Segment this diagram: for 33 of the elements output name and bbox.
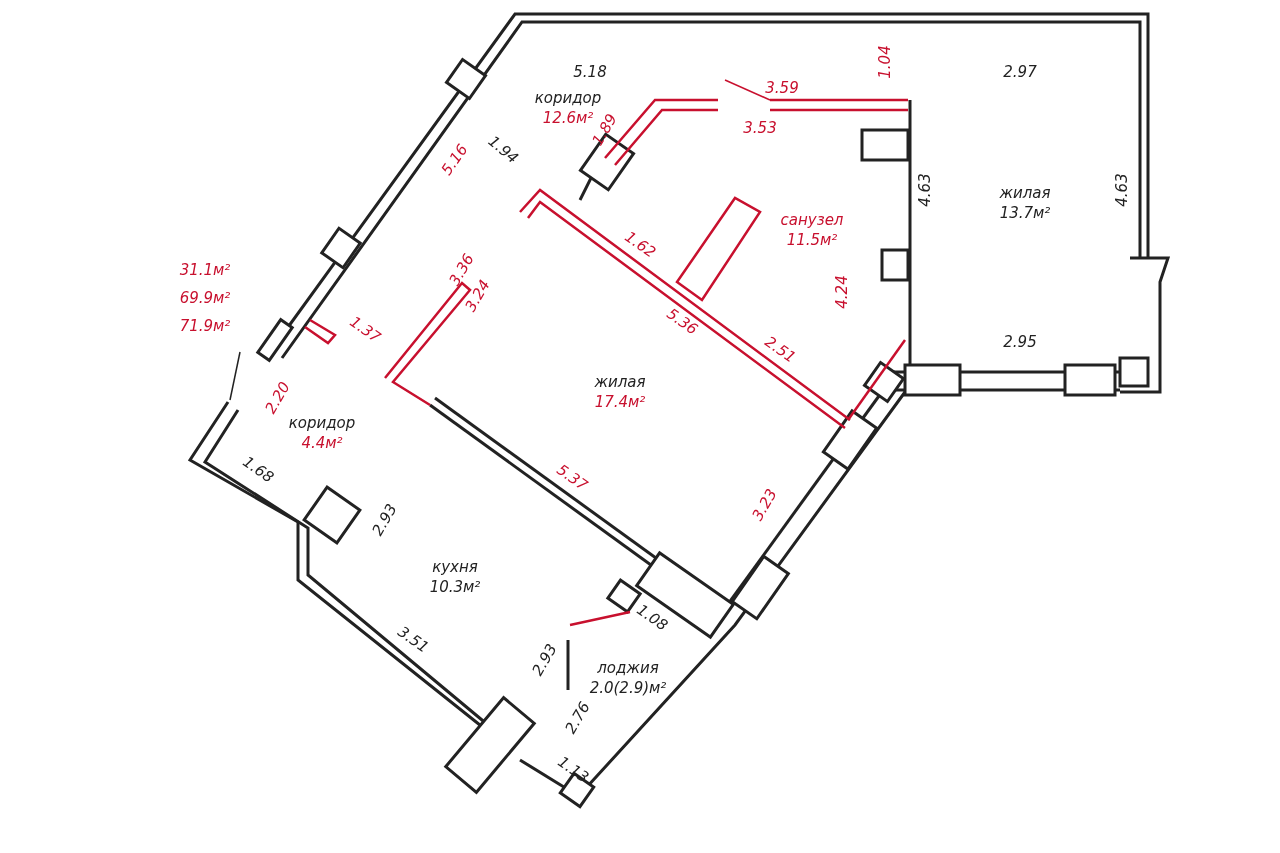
total-area-value: 71.9м²	[179, 317, 231, 335]
dimension-value: 5.18	[573, 63, 607, 81]
room-name: жилая	[594, 372, 646, 392]
dimension-value: 5.36	[663, 305, 701, 339]
room-name: коридор	[288, 413, 356, 433]
room-area: 4.4м²	[288, 433, 356, 453]
dimension-value: 3.53	[743, 119, 777, 137]
dimension-value: 2.95	[1003, 333, 1037, 351]
dimension-value: 4.63	[916, 173, 934, 207]
dimension-value: 5.37	[553, 461, 591, 495]
room-area: 2.0(2.9)м²	[589, 678, 667, 698]
dimension-value: 1.08	[633, 601, 671, 635]
total-area-value: 69.9м²	[179, 289, 231, 307]
room-area: 13.7м²	[999, 203, 1051, 223]
dimension-value: 1.04	[876, 45, 894, 79]
dimension-value: 2.97	[1003, 63, 1037, 81]
dimension-value: 1.62	[621, 228, 659, 262]
dimension-value: 2.51	[761, 333, 799, 367]
dimension-value: 4.63	[1113, 173, 1131, 207]
dimension-value: 1.37	[346, 313, 384, 347]
dimension-value: 3.51	[394, 623, 432, 657]
room-area: 11.5м²	[780, 230, 844, 250]
room-name: кухня	[431, 557, 479, 577]
dimension-value: 4.24	[833, 275, 851, 309]
total-area-value: 31.1м²	[179, 261, 231, 279]
room-name: жилая	[999, 183, 1051, 203]
room-name: санузел	[780, 210, 844, 230]
dimension-value: 1.68	[239, 453, 277, 487]
room-area: 10.3м²	[429, 577, 481, 597]
room-name: коридор	[534, 88, 602, 108]
room-area: 17.4м²	[594, 392, 646, 412]
room-name: лоджия	[596, 658, 660, 678]
dimension-value: 3.59	[765, 79, 799, 97]
